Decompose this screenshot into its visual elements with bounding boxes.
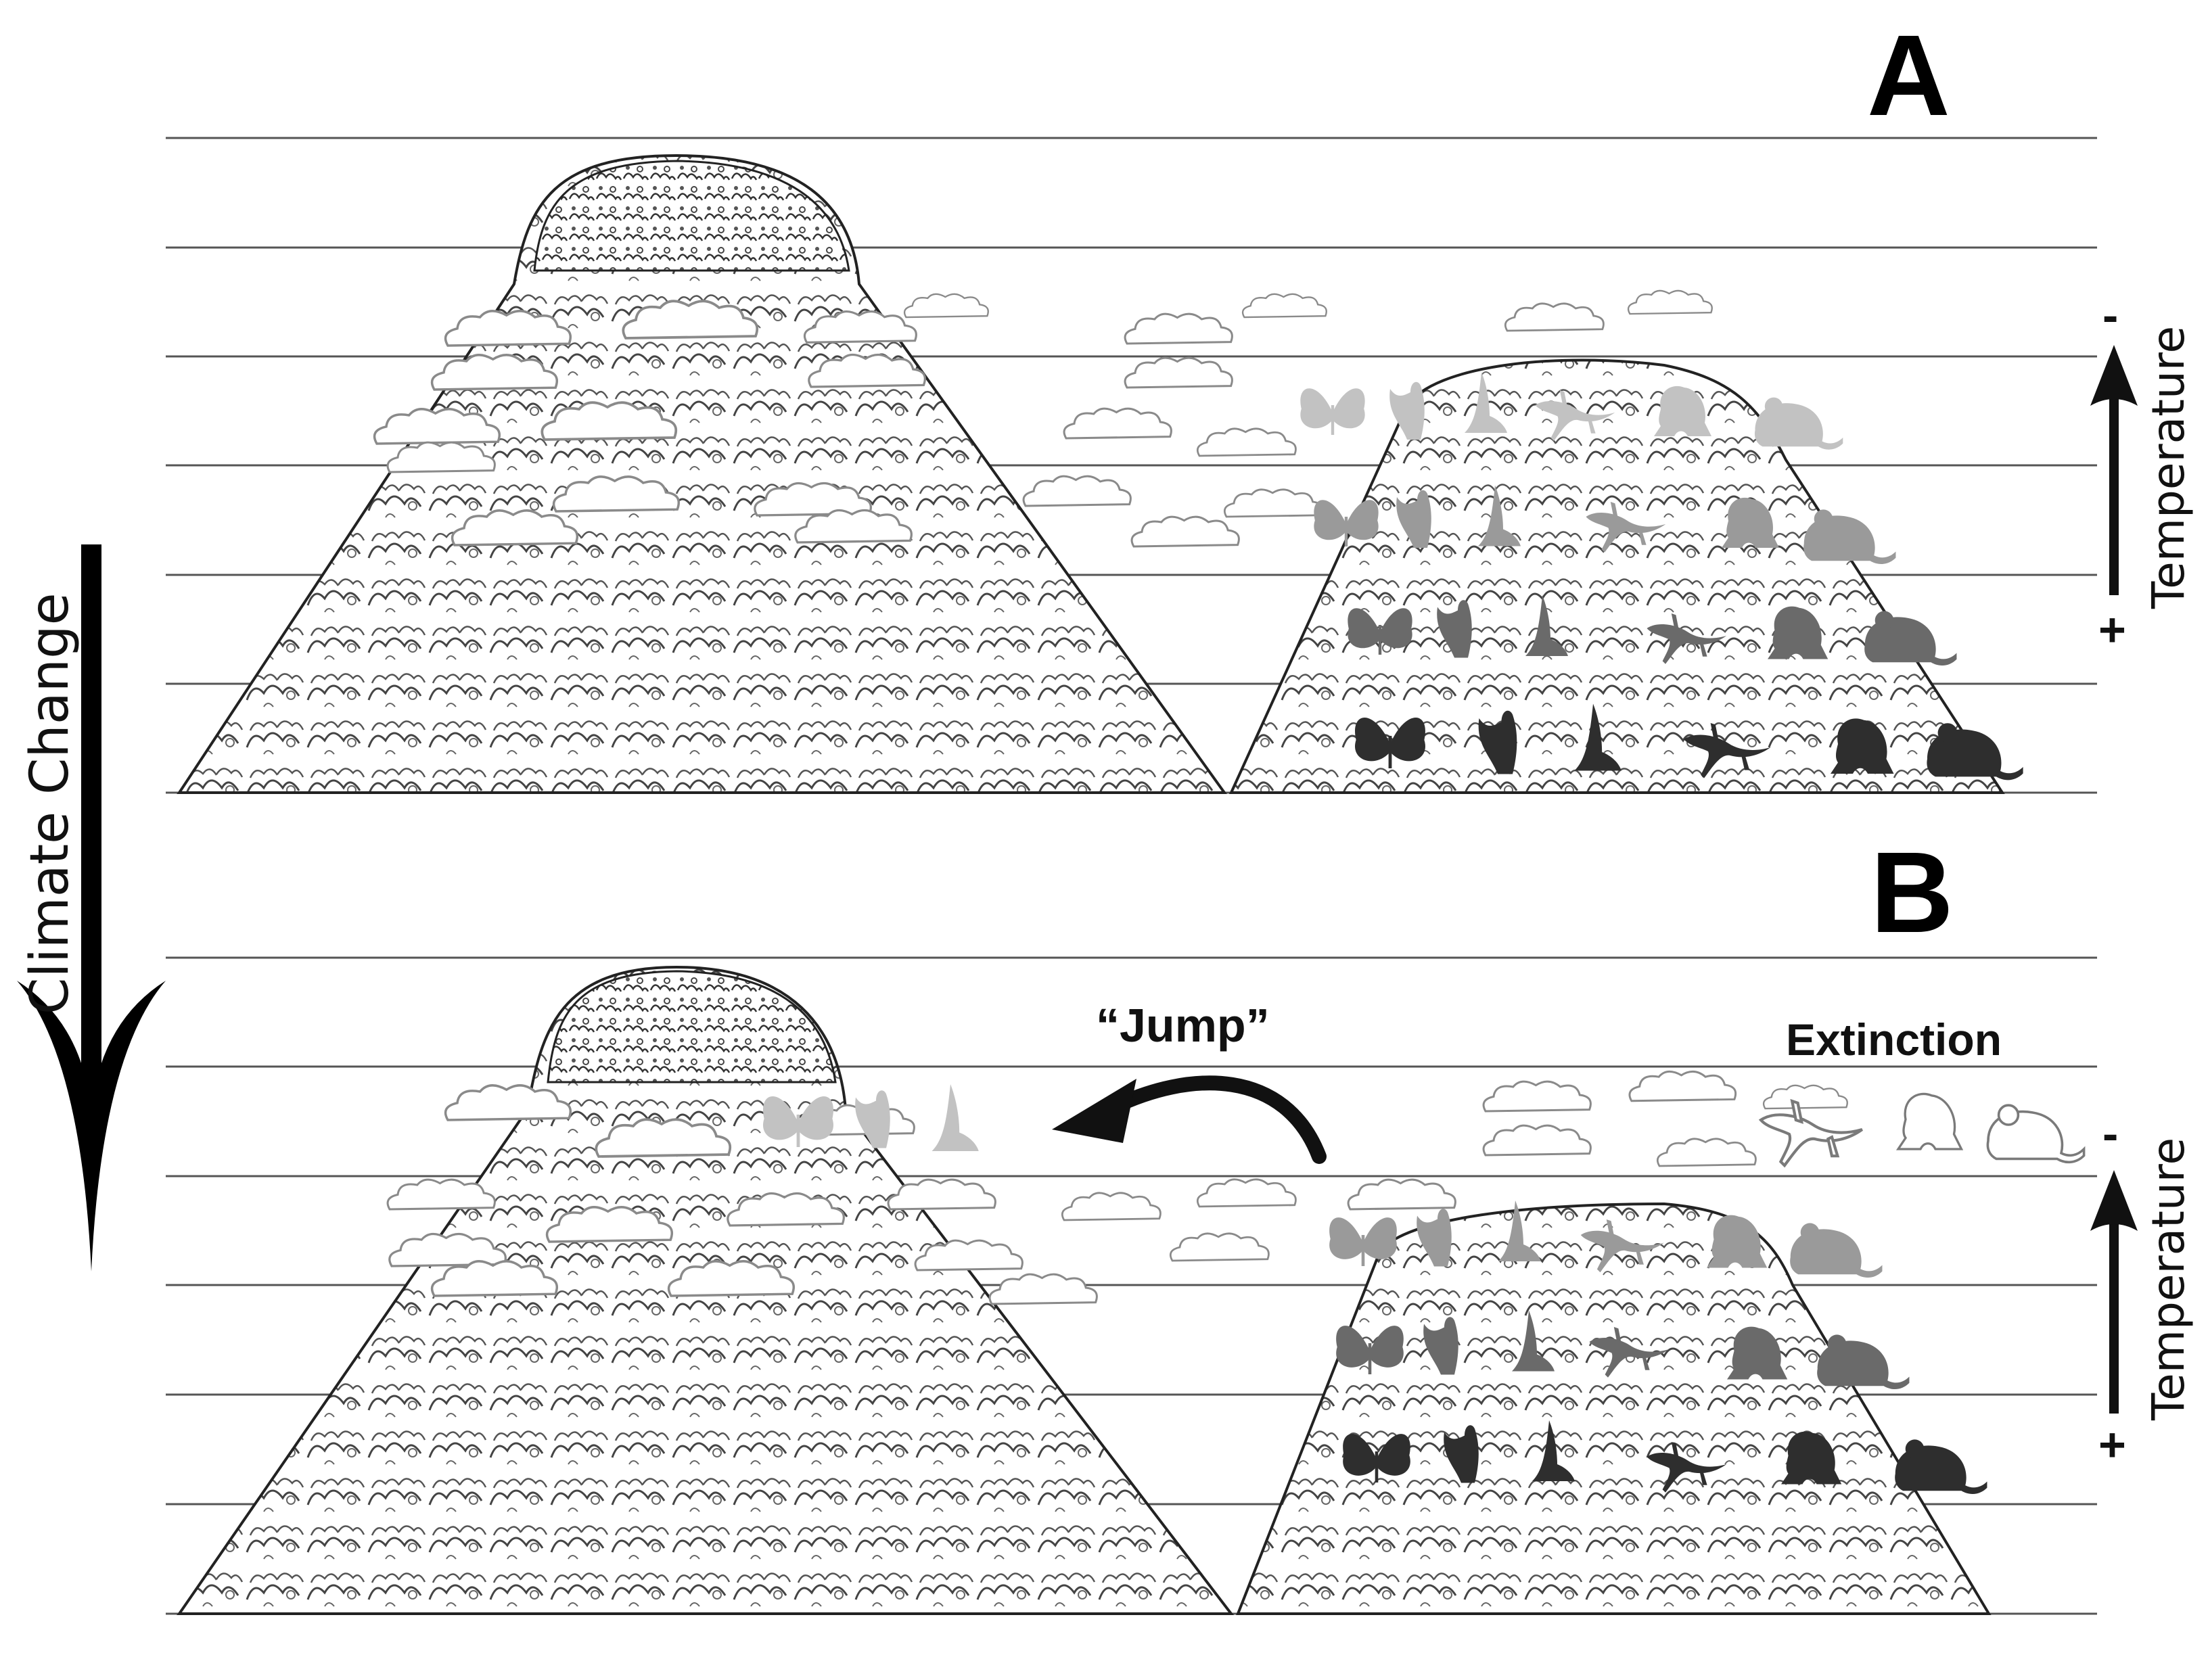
arrow-down-icon [17, 981, 166, 1271]
panel-b-letter: B [1870, 829, 1954, 957]
arrow-up-icon [2090, 345, 2138, 406]
mouse-icon [1986, 1104, 2086, 1164]
temperature-label-a: Temperature [2142, 326, 2194, 609]
temperature-label-b: Temperature [2142, 1138, 2194, 1421]
mouse-icon [1927, 723, 2023, 780]
tall-mountain-a [177, 154, 1227, 794]
extinction-label: Extinction [1786, 1014, 2002, 1065]
mouse-icon [1864, 611, 1957, 666]
jump-label: “Jump” [1096, 999, 1270, 1052]
arrow-left-icon [1052, 1079, 1136, 1143]
short-mountain-b [1236, 1202, 1992, 1615]
temp-high-symbol-b: + [2098, 1418, 2126, 1471]
temp-low-symbol-a: - [2102, 289, 2118, 342]
panel-a: A [166, 11, 2194, 794]
panel-a-letter: A [1867, 11, 1950, 140]
extinct-species-b: Extinction [1761, 1014, 2086, 1165]
mouse-icon [1803, 509, 1896, 565]
panel-b: B [166, 829, 2194, 1615]
bird-icon [932, 1084, 979, 1151]
jump-arrow: “Jump” [1052, 999, 1327, 1164]
climate-change-label: Climate Change [20, 592, 80, 1014]
mouse-icon [1754, 397, 1843, 450]
arrow-up-icon [2090, 1170, 2138, 1231]
temperature-scale-a: - + Temperature [2090, 289, 2194, 656]
climate-change-arrow: Climate Change [17, 544, 166, 1271]
temp-high-symbol-a: + [2098, 603, 2126, 656]
frog-icon [1897, 1092, 1963, 1150]
mouse-icon [1790, 1223, 1883, 1278]
butterfly-icon [1300, 388, 1365, 435]
mouse-icon [1895, 1439, 1987, 1495]
temp-low-symbol-b: - [2102, 1107, 2118, 1160]
mouse-icon [1817, 1334, 1910, 1390]
lizard-icon [1761, 1101, 1862, 1165]
temperature-scale-b: - + Temperature [2090, 1107, 2194, 1471]
